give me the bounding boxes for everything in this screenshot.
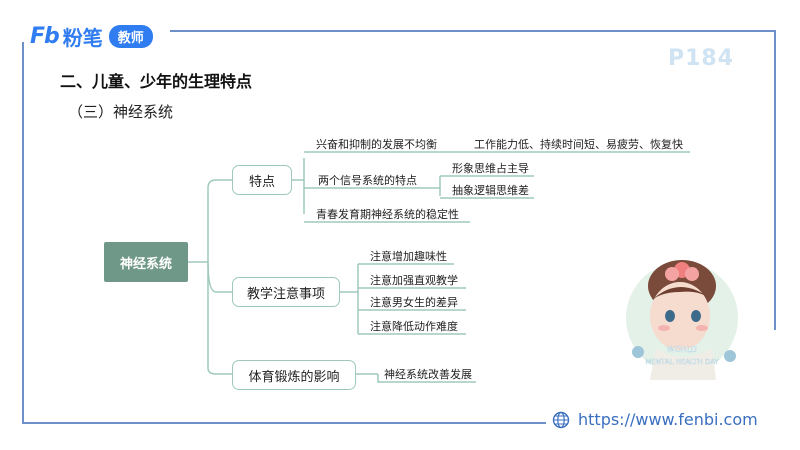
frame-bottom-line bbox=[22, 422, 546, 424]
page-title: 二、儿童、少年的生理特点 bbox=[60, 72, 253, 91]
footer-url[interactable]: https://www.fenbi.com bbox=[578, 410, 758, 429]
connector-b1c2-trunk bbox=[424, 176, 441, 196]
mental-health-day-illustration: WORLD MENTAL HEALTH DAY bbox=[626, 260, 738, 380]
illustration-text-world: WORLD bbox=[667, 345, 697, 354]
connector-to-branch-3 bbox=[207, 367, 232, 375]
leaf-two-signal-systems: 两个信号系统的特点 bbox=[318, 174, 417, 187]
leaf-puberty-stability: 青春发育期神经系统的稳定性 bbox=[316, 208, 459, 221]
logo-text: 粉笔 bbox=[62, 26, 103, 50]
leaf-gender-difference: 注意男女生的差异 bbox=[370, 296, 458, 309]
connector-to-branch-1 bbox=[207, 179, 232, 189]
globe-icon bbox=[552, 411, 570, 428]
logo-mark: Fb bbox=[30, 24, 60, 49]
fenbi-logo: Fb 粉笔 教师 bbox=[30, 22, 153, 51]
footer: https://www.fenbi.com bbox=[552, 410, 758, 429]
leaf-work-capacity: 工作能力低、持续时间短、易疲劳、恢复快 bbox=[474, 138, 683, 151]
leaf-excitation-inhibition: 兴奋和抑制的发展不均衡 bbox=[316, 138, 437, 151]
leaf-abstract-logic: 抽象逻辑思维差 bbox=[452, 184, 529, 197]
connector-to-branch-2 bbox=[207, 261, 232, 293]
connector-b3-c1 bbox=[377, 374, 476, 383]
page-number: P184 bbox=[668, 46, 735, 71]
leaf-lower-difficulty: 注意降低动作难度 bbox=[370, 320, 458, 333]
mindmap-root: 神经系统 bbox=[104, 242, 188, 282]
leaf-interest: 注意增加趣味性 bbox=[370, 250, 447, 263]
leaf-imagery-thinking: 形象思维占主导 bbox=[452, 162, 529, 175]
frame-left-line bbox=[22, 42, 24, 424]
branch-exercise-effects: 体育锻炼的影响 bbox=[232, 360, 356, 390]
frame-top-line bbox=[170, 30, 776, 32]
branch-characteristics: 特点 bbox=[232, 165, 292, 195]
leaf-nervous-improvement: 神经系统改善发展 bbox=[384, 368, 472, 381]
page-subtitle: （三）神经系统 bbox=[68, 103, 174, 121]
leaf-intuitive-teaching: 注意加强直观教学 bbox=[370, 274, 458, 287]
frame-right-line bbox=[774, 30, 776, 330]
logo-badge: 教师 bbox=[108, 25, 153, 48]
illustration-text-mhd: MENTAL HEALTH DAY bbox=[645, 358, 719, 366]
branch-teaching-notes: 教学注意事项 bbox=[232, 277, 340, 307]
